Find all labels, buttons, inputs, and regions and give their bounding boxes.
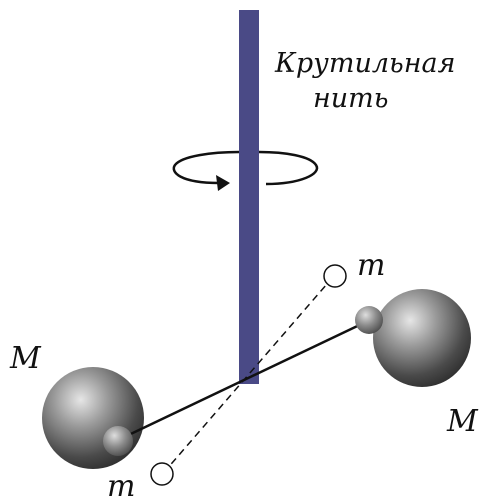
solid-rod <box>117 318 371 442</box>
small-sphere-right <box>355 306 383 334</box>
big-mass-right-label: M <box>446 404 479 439</box>
big-sphere-left <box>42 367 144 469</box>
big-sphere-right <box>373 289 471 387</box>
small-sphere-left <box>103 426 133 456</box>
small-mass-top-circle <box>323 264 347 288</box>
thread-label-line1: Крутильная <box>274 48 455 79</box>
torsion-thread <box>239 10 259 384</box>
small-mass-bottom-label: m <box>107 469 135 501</box>
thread-label-line2: нить <box>313 83 388 114</box>
rotation-arrow-icon <box>172 150 319 191</box>
big-mass-left-label: M <box>9 341 42 376</box>
small-mass-top-label: m <box>357 248 385 283</box>
dashed-rod <box>165 276 334 471</box>
small-mass-bottom-circle <box>150 462 174 486</box>
